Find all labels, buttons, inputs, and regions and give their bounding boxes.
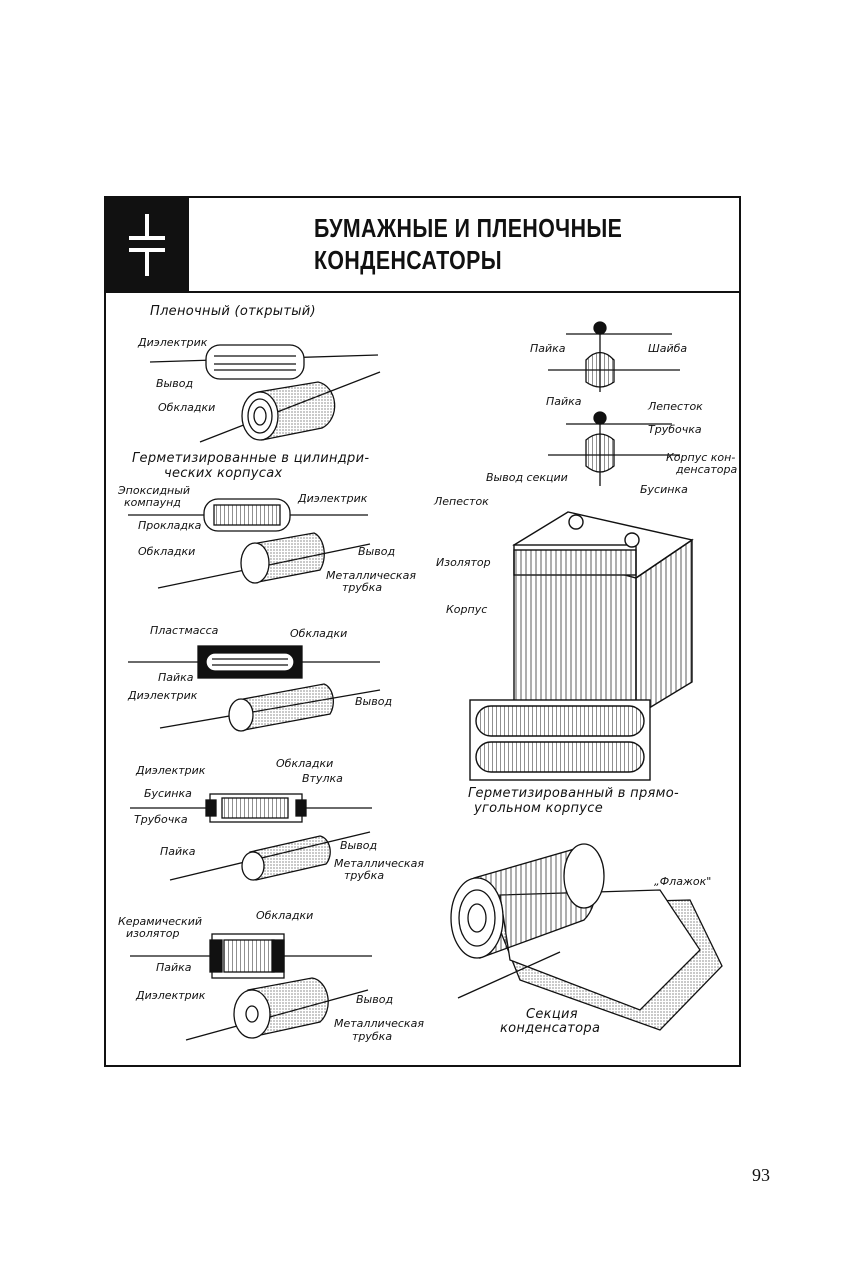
caption-film-open: Пленочный (открытый) bbox=[150, 304, 316, 319]
header-separator bbox=[106, 291, 739, 293]
label-metal-tube-2: трубка bbox=[344, 869, 385, 882]
label-ceramic-insulator-2: изолятор bbox=[126, 927, 180, 940]
label-petal: Лепесток bbox=[434, 495, 489, 508]
label-bead: Бусинка bbox=[144, 787, 192, 800]
label-dielectric: Диэлектрик bbox=[128, 689, 198, 702]
label-metal-tube-2: трубка bbox=[342, 581, 383, 594]
label-tube: Трубочка bbox=[134, 813, 188, 826]
label-dielectric: Диэлектрик bbox=[136, 764, 206, 777]
label-bushing: Втулка bbox=[302, 772, 343, 785]
label-metal-tube-2: трубка bbox=[352, 1030, 393, 1043]
label-case-2: денсатора bbox=[676, 463, 738, 476]
label-case-1: Корпус кон- bbox=[666, 451, 736, 464]
caption-rect-case-2: угольном корпусе bbox=[474, 801, 604, 816]
label-gasket: Прокладка bbox=[138, 519, 202, 532]
title-line-2: КОНДЕНСАТОРЫ bbox=[314, 245, 503, 275]
page-title: БУМАЖНЫЕ И ПЛЕНОЧНЫЕ КОНДЕНСАТОРЫ bbox=[314, 212, 626, 276]
caption-rect-case-1: Герметизированный в прямо- bbox=[468, 786, 679, 801]
plastic-capacitor bbox=[128, 645, 381, 732]
label-metal-tube-1: Металлическая bbox=[326, 569, 416, 582]
label-metal-tube-1: Металлическая bbox=[334, 857, 424, 870]
label-solder: Пайка bbox=[546, 395, 582, 408]
label-bead: Бусинка bbox=[640, 483, 688, 496]
caption-roll-section-1: Секция bbox=[526, 1007, 578, 1022]
label-dielectric: Диэлектрик bbox=[138, 336, 208, 349]
label-epoxy-2: компаунд bbox=[124, 496, 181, 509]
label-solder: Пайка bbox=[530, 342, 566, 355]
label-plates: Обкладки bbox=[276, 757, 334, 770]
label-dielectric: Диэлектрик bbox=[136, 989, 206, 1002]
ceramic-capacitor bbox=[130, 933, 372, 1041]
metal-tube-capacitor bbox=[130, 793, 372, 881]
label-plates: Обкладки bbox=[138, 545, 196, 558]
terminal-detail-top bbox=[548, 321, 680, 392]
label-petal: Лепесток bbox=[648, 400, 703, 413]
label-case: Корпус bbox=[446, 603, 488, 616]
label-plastic: Пластмасса bbox=[150, 624, 219, 637]
figure-frame: БУМАЖНЫЕ И ПЛЕНОЧНЫЕ КОНДЕНСАТОРЫ bbox=[104, 196, 741, 1067]
film-open-capacitor bbox=[149, 344, 381, 443]
label-lead: Вывод bbox=[358, 545, 396, 558]
label-lead: Вывод bbox=[355, 695, 393, 708]
caption-sealed-cylindrical-1: Герметизированные в цилиндри- bbox=[132, 451, 370, 466]
rolled-plates-cylinder bbox=[241, 381, 336, 441]
label-section-lead: Вывод секции bbox=[486, 471, 568, 484]
label-washer: Шайба bbox=[648, 342, 688, 355]
label-solder: Пайка bbox=[158, 671, 194, 684]
label-flag: „Флажок" bbox=[654, 875, 712, 888]
rectangular-case-capacitor bbox=[469, 511, 694, 781]
label-solder: Пайка bbox=[156, 961, 192, 974]
label-metal-tube-1: Металлическая bbox=[334, 1017, 424, 1030]
page-number: 93 bbox=[752, 1165, 770, 1185]
label-lead: Вывод bbox=[356, 993, 394, 1006]
label-lead: Вывод bbox=[340, 839, 378, 852]
label-plates: Обкладки bbox=[256, 909, 314, 922]
capacitor-symbol-icon bbox=[106, 198, 188, 291]
label-tube: Трубочка bbox=[648, 423, 702, 436]
label-insulator: Изолятор bbox=[436, 556, 491, 569]
header-divider bbox=[188, 198, 189, 291]
caption-sealed-cylindrical-2: ческих корпусах bbox=[164, 466, 283, 481]
terminal-detail-bottom bbox=[548, 411, 680, 486]
label-lead: Вывод bbox=[156, 377, 194, 390]
capacitor-roll-section bbox=[450, 843, 723, 1031]
label-dielectric: Диэлектрик bbox=[298, 492, 368, 505]
label-ceramic-insulator-1: Керамический bbox=[118, 915, 203, 928]
label-plates: Обкладки bbox=[290, 627, 348, 640]
label-solder: Пайка bbox=[160, 845, 196, 858]
label-epoxy-1: Эпоксидный bbox=[118, 484, 191, 497]
caption-roll-section-2: конденсатора bbox=[500, 1021, 601, 1036]
title-line-1: БУМАЖНЫЕ И ПЛЕНОЧНЫЕ bbox=[314, 213, 623, 243]
label-plates: Обкладки bbox=[158, 401, 216, 414]
sealed-cylindrical-capacitor bbox=[128, 498, 371, 589]
